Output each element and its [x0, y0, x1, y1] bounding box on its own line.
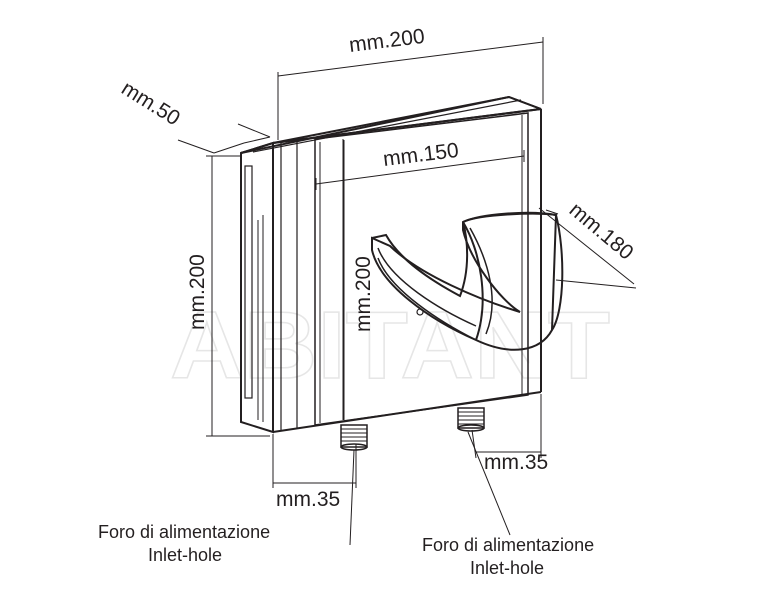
dim-depth: mm.50 — [117, 77, 271, 154]
dim-label-depth: mm.50 — [117, 77, 184, 131]
dim-width-top: mm.200 — [277, 25, 544, 140]
caption-right-italian: Foro di alimentazione — [422, 535, 594, 555]
wall-box — [240, 95, 542, 434]
dim-label-height-left: mm.200 — [186, 254, 209, 330]
tray — [371, 211, 564, 351]
dim-label-height-front: mm.200 — [352, 256, 375, 332]
dim-label-inlet-left: mm.35 — [276, 488, 340, 511]
caption-left-english: Inlet-hole — [148, 545, 222, 565]
leader-right — [467, 431, 511, 536]
dim-inner-width: mm.150 — [315, 139, 525, 190]
dim-label-inlet-right: mm.35 — [484, 451, 548, 474]
inlet-fitting-right — [457, 407, 485, 432]
inlet-fitting-left — [340, 424, 368, 451]
caption-right-english: Inlet-hole — [470, 558, 544, 578]
dim-label-tray-length: mm.180 — [565, 198, 638, 264]
dim-height-front: mm.200 — [343, 140, 375, 420]
dim-inlet-right: mm.35 — [471, 394, 548, 474]
leader-left — [349, 449, 355, 546]
watermark: ABITANT — [170, 292, 610, 399]
dim-inlet-left: mm.35 — [272, 434, 357, 511]
dim-height-left: mm.200 — [186, 155, 270, 437]
caption-left-italian: Foro di alimentazione — [98, 522, 270, 542]
dim-label-width-top: mm.200 — [348, 25, 426, 57]
